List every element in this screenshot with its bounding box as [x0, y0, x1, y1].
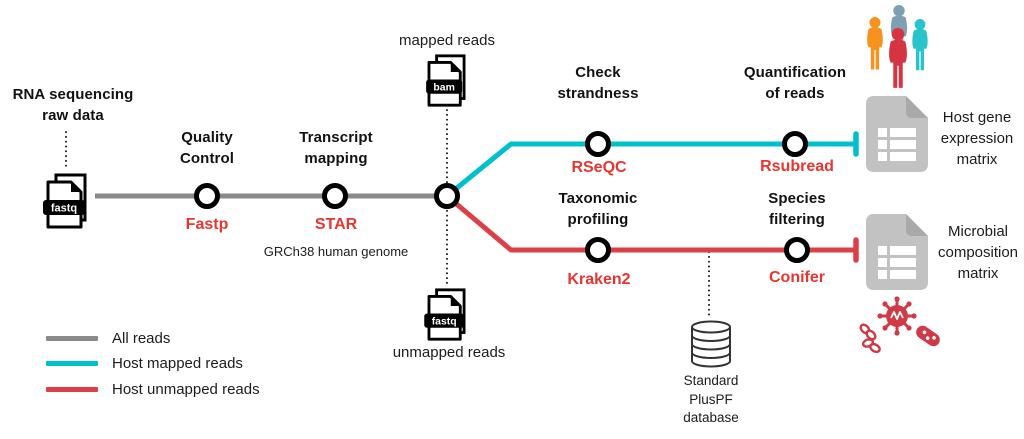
- legend-item-host-unmapped: Host unmapped reads: [46, 381, 260, 398]
- step-check-strandness: Check strandness: [557, 64, 639, 102]
- legend-swatch-host-mapped: [46, 361, 98, 366]
- microbial-matrix-sheet-icon: [866, 214, 928, 290]
- step-transcript-mapping: Transcript mapping: [299, 129, 373, 167]
- node-kraken2: [585, 237, 611, 263]
- reference-genome-note: GRCh38 human genome: [263, 244, 409, 259]
- host-output-label: Host gene expression matrix: [940, 109, 1014, 168]
- host-unmapped-line: [445, 194, 855, 253]
- unmapped-reads-label: unmapped reads: [392, 344, 506, 361]
- bam-file-icon: bam: [426, 54, 466, 107]
- tool-conifer: Conifer: [769, 269, 825, 286]
- database-icon: [691, 320, 731, 368]
- node-fastp: [194, 183, 220, 209]
- host-matrix-sheet-icon: [866, 96, 928, 172]
- tool-rseqc: RSeQC: [571, 159, 627, 176]
- tool-star: STAR: [314, 216, 358, 233]
- legend-label-host-unmapped: Host unmapped reads: [112, 381, 260, 398]
- microbial-output-label: Microbial composition matrix: [937, 223, 1019, 282]
- fastq-file-icon: fastq: [43, 173, 87, 229]
- unmapped-fastq-badge-text: fastq: [432, 316, 457, 327]
- legend-label-all-reads: All reads: [112, 330, 171, 347]
- step-quantification: Quantification of reads: [743, 64, 847, 102]
- fastq-badge-text: fastq: [51, 203, 77, 215]
- input-label: RNA sequencing raw data: [12, 86, 134, 124]
- bam-badge-text: bam: [433, 82, 454, 93]
- legend-swatch-host-unmapped: [46, 387, 98, 392]
- tool-fastp: Fastp: [185, 216, 229, 233]
- node-star: [322, 183, 348, 209]
- node-rseqc: [585, 131, 611, 157]
- node-conifer: [784, 237, 810, 263]
- node-rsubread: [782, 131, 808, 157]
- step-quality-control: Quality Control: [179, 129, 235, 167]
- mapped-reads-label: mapped reads: [399, 32, 495, 49]
- database-label: Standard PlusPF database: [683, 373, 739, 425]
- legend-item-host-mapped: Host mapped reads: [46, 355, 243, 372]
- tool-rsubread: Rsubread: [760, 158, 834, 175]
- legend-swatch-all-reads: [46, 336, 98, 341]
- host-mapped-line: [445, 141, 855, 198]
- step-taxonomic-profiling: Taxonomic profiling: [558, 190, 638, 228]
- node-branch: [434, 183, 460, 209]
- tool-kraken2: Kraken2: [567, 271, 631, 288]
- legend-label-host-mapped: Host mapped reads: [112, 355, 243, 372]
- people-icon: [867, 5, 928, 88]
- step-species-filtering: Species filtering: [768, 190, 826, 228]
- unmapped-fastq-file-icon: fastq: [424, 288, 466, 341]
- legend-item-all-reads: All reads: [46, 330, 170, 347]
- microbes-icon: [859, 296, 940, 354]
